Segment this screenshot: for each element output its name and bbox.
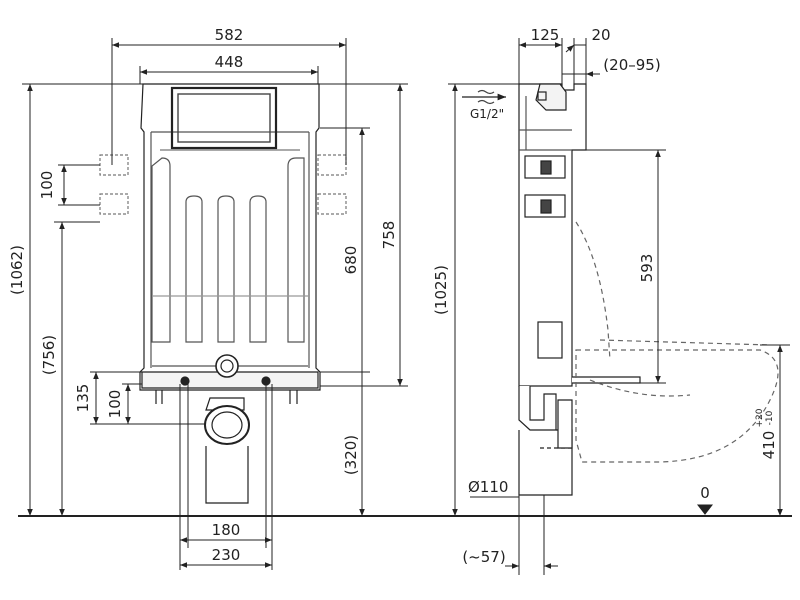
dim-230: 230 bbox=[212, 546, 241, 564]
side-dimension-lines bbox=[448, 38, 790, 575]
dim-680: 680 bbox=[342, 246, 360, 275]
dim-1025: (1025) bbox=[432, 265, 450, 315]
frame-outline bbox=[139, 83, 321, 391]
dim-448: 448 bbox=[215, 53, 244, 71]
dim-1062: (1062) bbox=[8, 245, 26, 295]
valve-bottom bbox=[537, 321, 563, 359]
front-dimension-lines bbox=[22, 38, 408, 570]
cistern-top bbox=[535, 83, 567, 111]
dim-135: 135 bbox=[74, 384, 92, 413]
side-view bbox=[462, 83, 779, 496]
dim-180: 180 bbox=[212, 521, 241, 539]
dim-125: 125 bbox=[531, 26, 560, 44]
floor-level-label: 0 bbox=[700, 484, 710, 502]
tolerance-plus: +20 bbox=[755, 408, 765, 427]
dim-756: (756) bbox=[40, 335, 58, 375]
dim-20-95: (20–95) bbox=[603, 56, 660, 74]
dim-410: 410 bbox=[760, 431, 778, 460]
frame-inner bbox=[150, 131, 310, 368]
front-view bbox=[99, 83, 347, 504]
dim-57: (~57) bbox=[462, 548, 505, 566]
cistern-ribs bbox=[151, 157, 305, 343]
dim-100-left: 100 bbox=[38, 171, 56, 200]
dim-320: (320) bbox=[342, 435, 360, 475]
cistern-opening bbox=[170, 86, 278, 150]
inlet-label: G1/2" bbox=[470, 107, 504, 121]
dim-20: 20 bbox=[591, 26, 610, 44]
drain-fitting bbox=[215, 354, 239, 378]
dim-758: 758 bbox=[380, 221, 398, 250]
pipe-diameter-label: Ø110 bbox=[468, 478, 508, 496]
dim-582: 582 bbox=[215, 26, 244, 44]
dim-593: 593 bbox=[638, 254, 656, 283]
toilet-outline bbox=[575, 221, 779, 463]
side-drain bbox=[518, 386, 557, 431]
tolerance-minus: -10 bbox=[765, 410, 775, 425]
dim-100-bottom: 100 bbox=[106, 390, 124, 419]
